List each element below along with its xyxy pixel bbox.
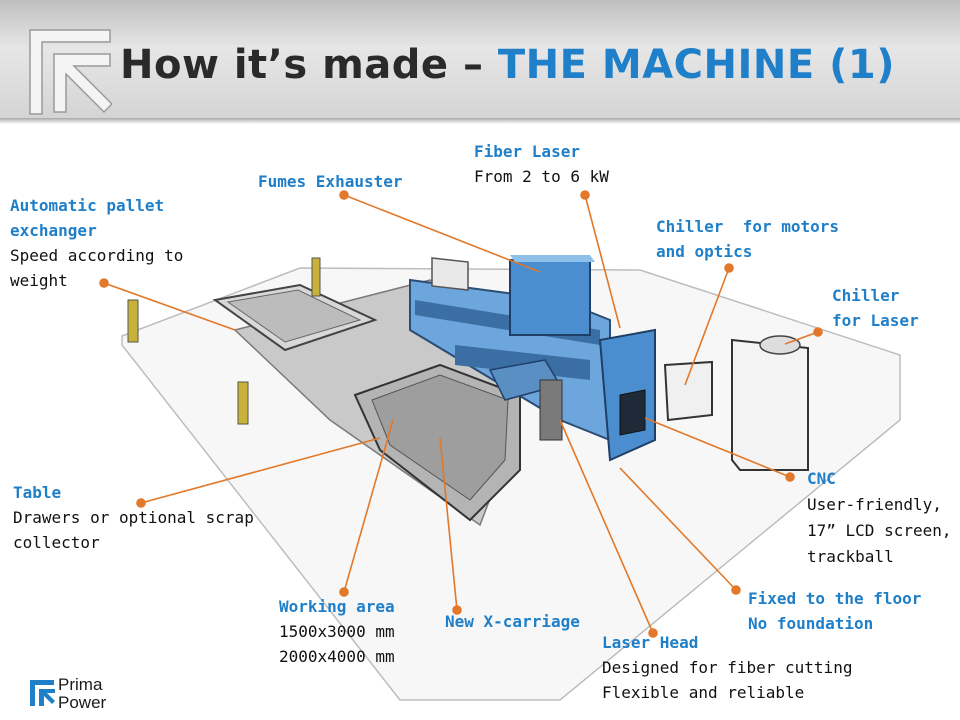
callout-title: for Laser bbox=[832, 311, 919, 330]
title-highlight: THE MACHINE (1) bbox=[497, 42, 895, 88]
callout-cnc: CNC User-friendly, 17” LCD screen, track… bbox=[807, 466, 952, 570]
callout-title: Working area bbox=[279, 597, 395, 616]
callout-title: and optics bbox=[656, 242, 753, 261]
callout-working-area: Working area 1500x3000 mm 2000x4000 mm bbox=[279, 594, 395, 669]
callout-x-carriage: New X-carriage bbox=[445, 609, 580, 634]
callout-chiller-laser: Chiller for Laser bbox=[832, 283, 919, 333]
prima-power-logo-icon bbox=[30, 680, 55, 706]
callout-detail: Drawers or optional scrap bbox=[13, 508, 254, 527]
callout-detail: User-friendly, bbox=[807, 495, 942, 514]
leader-lines bbox=[99, 190, 823, 638]
callout-detail: trackball bbox=[807, 547, 894, 566]
page-title: How it’s made – THE MACHINE (1) bbox=[120, 42, 895, 88]
callout-title: Fiber Laser bbox=[474, 142, 580, 161]
gantry-beam-lower bbox=[455, 345, 590, 380]
callout-title: Chiller bbox=[832, 286, 900, 305]
callout-title: New X-carriage bbox=[445, 612, 580, 631]
callout-title: CNC bbox=[807, 469, 836, 488]
header-divider bbox=[0, 118, 960, 124]
chiller-motors bbox=[663, 360, 713, 422]
brand-line-2: Power bbox=[58, 693, 107, 712]
pallet-grid bbox=[226, 289, 362, 343]
safety-post-3 bbox=[237, 381, 249, 425]
fumes-exhauster bbox=[431, 257, 469, 291]
callout-title: exchanger bbox=[10, 221, 97, 240]
laser-head-body bbox=[539, 379, 563, 441]
chiller-laser bbox=[731, 338, 809, 471]
callout-detail: 17” LCD screen, bbox=[807, 521, 952, 540]
callout-title: Table bbox=[13, 483, 62, 502]
callout-detail: 2000x4000 mm bbox=[279, 647, 395, 666]
callout-title: No foundation bbox=[748, 614, 874, 633]
callout-title: Laser Head bbox=[602, 633, 699, 652]
brand-arrow-logo-icon bbox=[29, 29, 112, 115]
fiber-laser-cabinet bbox=[509, 259, 591, 336]
callout-fumes-exhauster: Fumes Exhauster bbox=[258, 169, 403, 194]
callout-title: Automatic pallet bbox=[10, 196, 165, 215]
callout-title: Fixed to the floor bbox=[748, 589, 922, 608]
callout-detail: Designed for fiber cutting bbox=[602, 658, 853, 677]
cnc-screen bbox=[619, 389, 646, 436]
work-table-slats bbox=[371, 374, 509, 501]
brand-line-1: Prima bbox=[58, 675, 103, 694]
callout-fiber-laser: Fiber Laser From 2 to 6 kW bbox=[474, 139, 609, 189]
callout-laser-head: Laser Head Designed for fiber cutting Fl… bbox=[602, 630, 852, 705]
callout-table: Table Drawers or optional scrap collecto… bbox=[13, 480, 254, 555]
callout-pallet-exchanger: Automatic pallet exchanger Speed accordi… bbox=[10, 193, 183, 293]
title-prefix: How it’s made – bbox=[120, 42, 498, 88]
callout-detail: collector bbox=[13, 533, 100, 552]
callout-chiller-motors: Chiller for motors and optics bbox=[656, 214, 839, 264]
callout-detail: Speed according to bbox=[10, 246, 184, 265]
chiller-laser-fan bbox=[759, 335, 801, 355]
safety-post-1 bbox=[127, 299, 139, 343]
callout-detail: From 2 to 6 kW bbox=[474, 167, 609, 186]
callout-detail: 1500x3000 mm bbox=[279, 622, 395, 641]
brand-wordmark: Prima Power bbox=[58, 676, 106, 712]
callout-detail: Flexible and reliable bbox=[602, 683, 805, 702]
fiber-laser-top bbox=[510, 255, 595, 262]
callout-title: Fumes Exhauster bbox=[258, 172, 403, 191]
safety-post-2 bbox=[311, 257, 321, 297]
callout-detail: weight bbox=[10, 271, 68, 290]
header-bar bbox=[0, 0, 960, 120]
callout-title: Chiller for motors bbox=[656, 217, 840, 236]
callout-floor-fixing: Fixed to the floor No foundation bbox=[748, 586, 921, 636]
